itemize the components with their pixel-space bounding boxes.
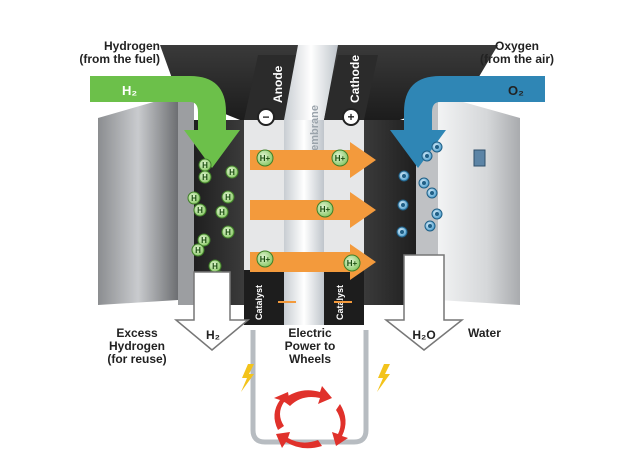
svg-text:−: − — [262, 110, 269, 124]
oxygen-molecules — [396, 141, 443, 273]
electric-power-label: Electric Power to Wheels — [284, 326, 336, 366]
oxygen-molecule — [418, 177, 438, 199]
water-label: Water — [468, 326, 501, 340]
hydrogen-atom: H — [208, 259, 222, 273]
hydrogen-outlet-arrow: H₂ — [173, 271, 251, 351]
hydrogen-source-label: Hydrogen (from the fuel) — [60, 40, 160, 66]
proton-arrow-2 — [250, 192, 376, 228]
svg-text:H: H — [229, 168, 235, 177]
oxygen-source-label: Oxygen (from the air) — [462, 40, 572, 66]
hydrogen-atom: H — [197, 233, 211, 247]
svg-text:H: H — [201, 236, 207, 245]
hydrogen-atom: H — [215, 205, 229, 219]
circuit-wire — [250, 330, 369, 445]
hydrogen-atom: H — [187, 191, 201, 205]
cycle-arrows-icon — [274, 386, 348, 449]
oxygen-subtitle: (from the air) — [479, 52, 554, 66]
hydrogen-inlet-arrow: H₂ — [90, 76, 240, 168]
svg-text:H: H — [197, 206, 203, 215]
hydrogen-subtitle: (from the fuel) — [79, 52, 160, 66]
hydrogen-atom: H — [198, 158, 212, 172]
oxygen-molecule — [396, 226, 408, 238]
hydrogen-atom: H — [225, 165, 239, 179]
h2-outlet-label: H₂ — [206, 328, 220, 342]
membrane-label: Membrane — [309, 105, 321, 160]
oxygen-molecule — [397, 199, 409, 211]
hydrogen-atom: H — [193, 203, 207, 217]
svg-text:H: H — [202, 173, 208, 182]
water-outlet-arrow: H₂O — [383, 254, 465, 351]
svg-text:H+: H+ — [320, 205, 331, 214]
hydrogen-title: Hydrogen — [103, 39, 160, 53]
h2o-outlet-label: H₂O — [412, 328, 435, 342]
svg-text:H: H — [225, 228, 231, 237]
anode-negative-icon: − — [257, 108, 275, 126]
svg-text:H: H — [202, 161, 208, 170]
svg-text:H: H — [219, 208, 225, 217]
proton: H+ — [316, 200, 334, 218]
svg-text:H: H — [225, 193, 231, 202]
window-slot — [473, 149, 486, 167]
oxygen-title: Oxygen — [494, 39, 539, 53]
hydrogen-atom: H — [221, 190, 235, 204]
hydrogen-atom: H — [221, 225, 235, 239]
svg-text:H+: H+ — [335, 154, 346, 163]
proton: H+ — [331, 149, 349, 167]
proton: H+ — [343, 254, 361, 272]
lightning-icon-left — [241, 364, 254, 392]
svg-text:+: + — [347, 110, 354, 124]
svg-text:H+: H+ — [260, 255, 271, 264]
svg-text:H: H — [212, 262, 218, 271]
svg-text:H: H — [195, 246, 201, 255]
svg-text:H+: H+ — [347, 259, 358, 268]
oxygen-molecule — [398, 170, 410, 182]
excess-hydrogen-label: Excess Hydrogen (for reuse) — [107, 326, 167, 366]
proton-arrow-3 — [250, 244, 376, 280]
o2-inlet-label: O₂ — [508, 83, 524, 98]
hydrogen-atom: H — [198, 170, 212, 184]
anode-label: Anode — [271, 65, 285, 103]
oxygen-molecule — [421, 141, 443, 162]
h2-inlet-label: H₂ — [122, 83, 137, 98]
hydrogen-atom: H — [191, 243, 205, 257]
lightning-icon-right — [377, 364, 390, 392]
left-end-plate — [98, 95, 194, 305]
svg-text:H: H — [191, 194, 197, 203]
oxygen-inlet-arrow: O₂ — [390, 76, 545, 168]
oxygen-molecule — [424, 208, 443, 232]
cathode-positive-icon: + — [342, 108, 360, 126]
proton: H+ — [256, 149, 274, 167]
anode-catalyst-label: Catalyst — [254, 285, 264, 320]
svg-text:H+: H+ — [260, 154, 271, 163]
proton: H+ — [256, 250, 274, 268]
cathode-label: Cathode — [348, 55, 362, 103]
hydrogen-atoms: H H H H H H H H H H H H — [187, 158, 239, 284]
proton-particles: H+ H+ H+ H+ H+ — [256, 149, 361, 272]
